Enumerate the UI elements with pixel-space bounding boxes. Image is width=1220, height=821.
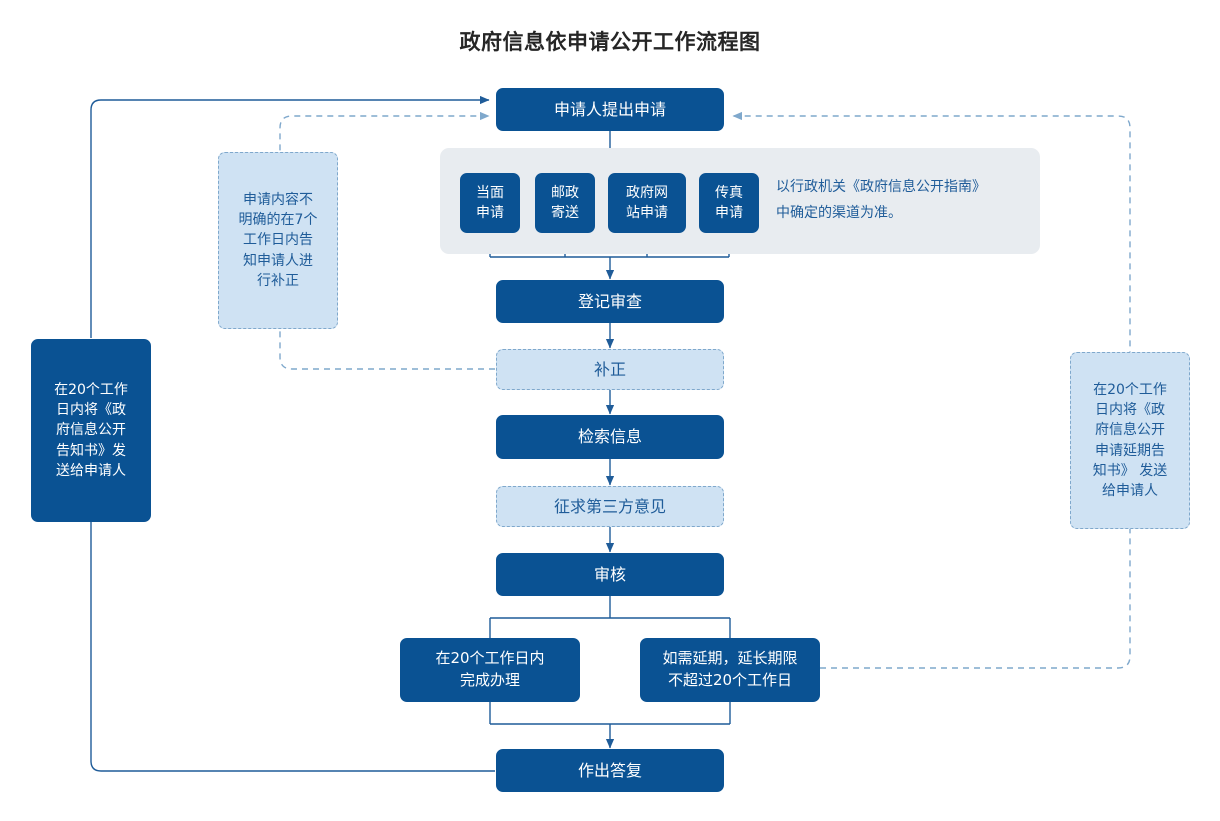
note-disclosure-notice[interactable]: 在20个工作 日内将《政 府信息公开 告知书》发 送给申请人: [31, 339, 151, 522]
node-channel-website[interactable]: 政府网 站申请: [608, 173, 686, 233]
node-start[interactable]: 申请人提出申请: [496, 88, 724, 131]
note-supplement-instruction[interactable]: 申请内容不 明确的在7个 工作日内告 知申请人进 行补正: [218, 152, 338, 329]
node-audit[interactable]: 审核: [496, 553, 724, 596]
node-register-review[interactable]: 登记审查: [496, 280, 724, 323]
node-third-party-opinion[interactable]: 征求第三方意见: [496, 486, 724, 527]
node-channel-fax[interactable]: 传真 申请: [699, 173, 759, 233]
node-retrieve-info[interactable]: 检索信息: [496, 415, 724, 459]
channel-note-text: 以行政机关《政府信息公开指南》 中确定的渠道为准。: [776, 179, 986, 221]
node-branch-extension[interactable]: 如需延期，延长期限 不超过20个工作日: [640, 638, 820, 702]
node-reply[interactable]: 作出答复: [496, 749, 724, 792]
page-title: 政府信息依申请公开工作流程图: [459, 30, 761, 54]
node-supplement[interactable]: 补正: [496, 349, 724, 390]
node-channel-postal[interactable]: 邮政 寄送: [535, 173, 595, 233]
node-branch-complete-on-time[interactable]: 在20个工作日内 完成办理: [400, 638, 580, 702]
note-extension-notice[interactable]: 在20个工作 日内将《政 府信息公开 申请延期告 知书》 发送 给申请人: [1070, 352, 1190, 529]
node-channel-in-person[interactable]: 当面 申请: [460, 173, 520, 233]
